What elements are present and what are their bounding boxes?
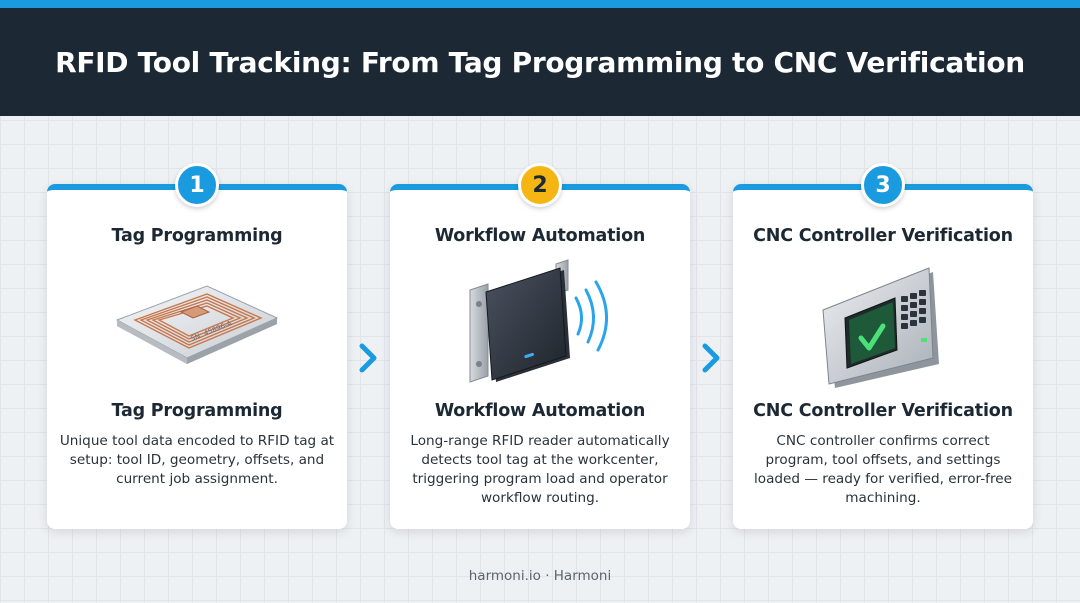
top-accent-stripe [0,0,1080,8]
step-card-tag-programming: Tag Programming SN: 45896-A Tag Programm… [47,184,347,529]
step-description: Unique tool data encoded to RFID tag at … [59,433,335,487]
rfid-tag-icon: SN: 45896-A [115,285,279,364]
step-heading: CNC Controller Verification [753,226,1013,246]
step-card-cnc-verification: CNC Controller Verification CNC Controll… [733,184,1033,529]
step-heading: Tag Programming [111,226,283,246]
cnc-controller-icon [822,267,939,388]
step-subheading: CNC Controller Verification [753,401,1013,421]
step-description: Long-range RFID reader automatically det… [410,433,670,506]
step-heading: Workflow Automation [434,226,646,246]
step-card-workflow-automation: Workflow Automation Workflow Automation … [390,184,690,529]
step-description: CNC controller confirms correct program,… [754,433,1012,506]
rfid-reader-icon [469,259,608,383]
page-header: RFID Tool Tracking: From Tag Programming… [0,8,1080,116]
step-number-badge: 2 [518,163,562,207]
step-number-badge: 1 [175,163,219,207]
step-number-badge: 3 [861,163,905,207]
page-title: RFID Tool Tracking: From Tag Programming… [55,45,1025,79]
footer-credit: harmoni.io · Harmoni [468,568,612,584]
chevron-right-icon [702,343,720,373]
step-subheading: Workflow Automation [434,401,646,421]
step-subheading: Tag Programming [111,401,283,421]
chevron-right-icon [359,343,377,373]
